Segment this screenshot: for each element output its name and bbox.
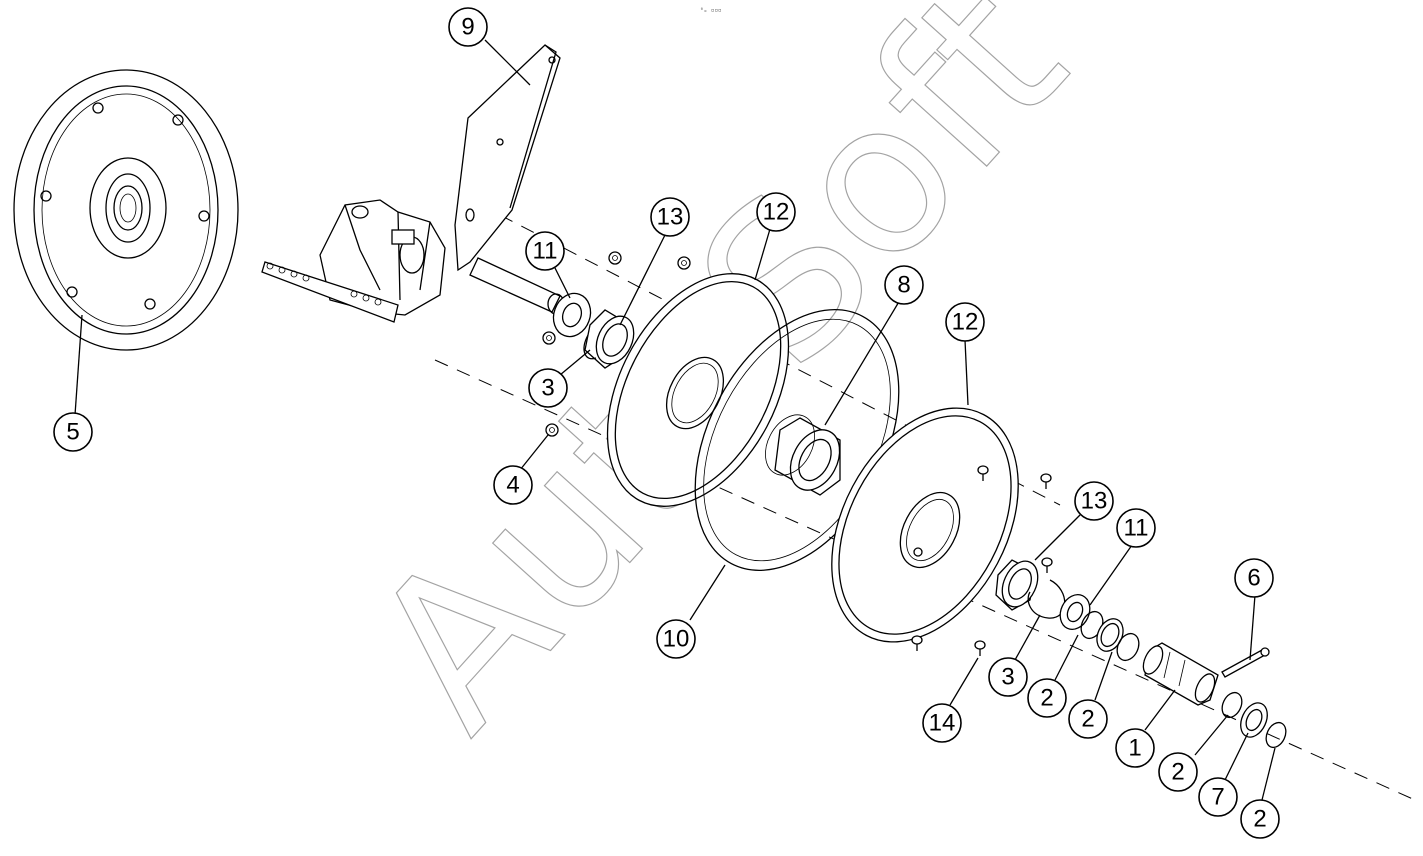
- callout-9: 9: [448, 7, 488, 47]
- callout-11: 11: [525, 231, 565, 271]
- callout-2-c: 2: [1158, 752, 1198, 792]
- callout-4: 4: [493, 465, 533, 505]
- part-12-cover-lower: [831, 407, 1019, 643]
- svg-text:8: 8: [897, 272, 910, 299]
- callouts: 9 13 12 11 3 5 4 8 12 10 13 11 6 3 2 2 1…: [53, 7, 1280, 839]
- svg-text:10: 10: [663, 626, 690, 653]
- callout-13-lower: 13: [1074, 481, 1114, 521]
- callout-3: 3: [528, 368, 568, 408]
- svg-text:2: 2: [1253, 806, 1266, 833]
- svg-text:5: 5: [66, 419, 79, 446]
- svg-text:11: 11: [1124, 515, 1149, 542]
- callout-12: 12: [756, 192, 796, 232]
- callout-7: 7: [1198, 777, 1238, 817]
- svg-text:3: 3: [541, 375, 554, 402]
- svg-text:2: 2: [1040, 685, 1053, 712]
- callout-12-lower: 12: [945, 302, 985, 342]
- part-3-circlip-lower: [1027, 579, 1066, 619]
- callout-13: 13: [650, 197, 690, 237]
- svg-text:9: 9: [461, 14, 474, 41]
- part-5-disc: [13, 69, 239, 351]
- leader-lines: [74, 39, 1276, 801]
- part-13-bearing-upper: [583, 309, 635, 369]
- svg-text:11: 11: [533, 238, 558, 265]
- part-11-washer-lower: [1059, 593, 1091, 631]
- svg-text:3: 3: [1001, 664, 1014, 691]
- header-mark: ⁰ₒ ▫▫▫: [700, 7, 722, 14]
- callout-3-lower: 3: [988, 657, 1028, 697]
- svg-text:2: 2: [1171, 759, 1184, 786]
- callout-1: 1: [1115, 728, 1155, 768]
- callout-11-lower: 11: [1116, 508, 1156, 548]
- svg-text:13: 13: [1081, 488, 1108, 515]
- part-1-shaft: [1142, 642, 1219, 706]
- svg-text:12: 12: [763, 199, 790, 226]
- callout-14: 14: [922, 703, 962, 743]
- svg-text:1: 1: [1128, 735, 1141, 762]
- part-14-screws: [911, 465, 1053, 656]
- callout-10: 10: [656, 619, 696, 659]
- svg-text:2: 2: [1081, 706, 1094, 733]
- callout-5: 5: [53, 412, 93, 452]
- callout-6: 6: [1234, 558, 1274, 598]
- part-2-rings: [1080, 610, 1287, 749]
- callout-8: 8: [884, 265, 924, 305]
- part-11-washer-upper: [552, 292, 592, 338]
- part-12-cover-upper: [606, 273, 790, 507]
- callout-2-a: 2: [1027, 678, 1067, 718]
- svg-text:12: 12: [952, 309, 979, 336]
- svg-text:6: 6: [1247, 565, 1260, 592]
- svg-text:4: 4: [506, 472, 519, 499]
- callout-2-d: 2: [1240, 799, 1280, 839]
- part-8-hub: [765, 414, 841, 496]
- part-4-nuts: [542, 251, 691, 437]
- part-9-bracket: [261, 44, 565, 323]
- part-6-pin: [1221, 647, 1270, 678]
- part-13-bearing-lower: [995, 559, 1039, 611]
- callout-2-b: 2: [1068, 699, 1108, 739]
- svg-text:14: 14: [929, 710, 956, 737]
- svg-text:7: 7: [1211, 784, 1224, 811]
- svg-text:13: 13: [657, 204, 684, 231]
